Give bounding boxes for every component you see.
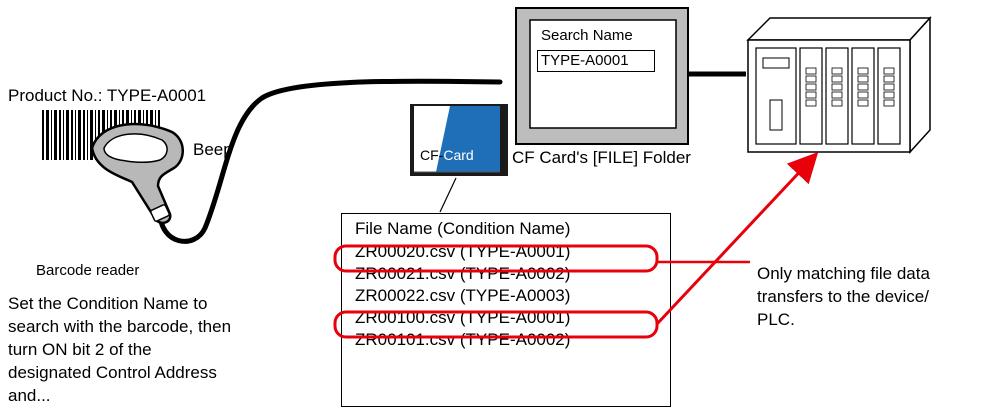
file-row: ZR00022.csv (TYPE-A0003) bbox=[355, 286, 571, 305]
search-name-field: TYPE-A0001 bbox=[537, 50, 655, 72]
instruction-line: turn ON bit 2 of the bbox=[8, 340, 152, 359]
plc-icon bbox=[746, 16, 932, 154]
cf-card-connector bbox=[439, 177, 457, 213]
file-list-header: File Name (Condition Name) bbox=[355, 219, 571, 238]
instruction-line: search with the barcode, then bbox=[8, 317, 232, 336]
cable bbox=[157, 78, 503, 244]
result-note-line: transfers to the device/ bbox=[757, 287, 929, 306]
transfer-arrow bbox=[655, 152, 819, 326]
cf-card-label-left: CF- bbox=[420, 147, 444, 163]
result-note: Only matching file data transfers to the… bbox=[757, 262, 997, 331]
display-unit-icon bbox=[515, 7, 689, 145]
cf-card-label-right: Card bbox=[443, 147, 474, 163]
cf-card-icon bbox=[410, 104, 508, 176]
instruction-line: designated Control Address bbox=[8, 363, 217, 382]
instruction-text: Set the Condition Name to search with th… bbox=[8, 292, 308, 407]
highlight-ring bbox=[333, 244, 659, 273]
product-number-label: Product No.: TYPE-A0001 bbox=[8, 86, 207, 105]
instruction-line: Set the Condition Name to bbox=[8, 294, 208, 313]
barcode-reader-label: Barcode reader bbox=[36, 262, 140, 279]
highlight-ring bbox=[333, 310, 659, 339]
file-row: ZR00101.csv (TYPE-A0002) bbox=[355, 330, 571, 349]
beep-label: Beep bbox=[193, 140, 233, 159]
search-name-label: Search Name bbox=[541, 27, 633, 44]
cf-folder-caption: CF Card's [FILE] Folder bbox=[512, 148, 691, 167]
result-note-line: PLC. bbox=[757, 310, 795, 329]
instruction-line: and... bbox=[8, 386, 51, 405]
barcode-reader-icon bbox=[90, 122, 184, 225]
result-note-line: Only matching file data bbox=[757, 264, 930, 283]
cf-card-label: CF-Card bbox=[420, 147, 474, 163]
file-row: ZR00021.csv (TYPE-A0002) bbox=[355, 264, 571, 283]
